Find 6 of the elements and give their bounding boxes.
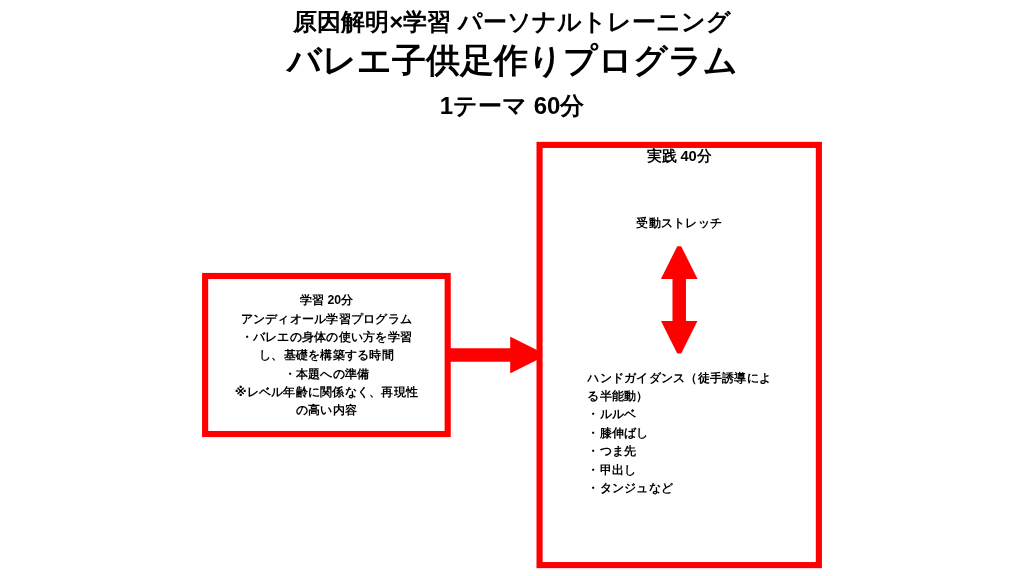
title-text: バレエ子供足作りプログラム (286, 40, 738, 81)
node-box: 学習 20分 アンディオール学習プログラム ・バレエの身体の使い方を学習し、基礎を構築する時間 ・本題への準備 ※レベル年齢に関係なく、再現性の高い内容 (202, 272, 451, 438)
node-text: 受動ストレッチ (636, 215, 723, 230)
duration-text: 1テーマ 60分 (439, 91, 585, 121)
subtitle-text: 原因解明×学習 パーソナルトレーニング (293, 7, 731, 37)
node-text: ハンドガイダンス（徒手誘導による半能動） ・ルルベ ・膝伸ばし ・つま先 ・甲出し ・タンジュなど (587, 370, 772, 495)
